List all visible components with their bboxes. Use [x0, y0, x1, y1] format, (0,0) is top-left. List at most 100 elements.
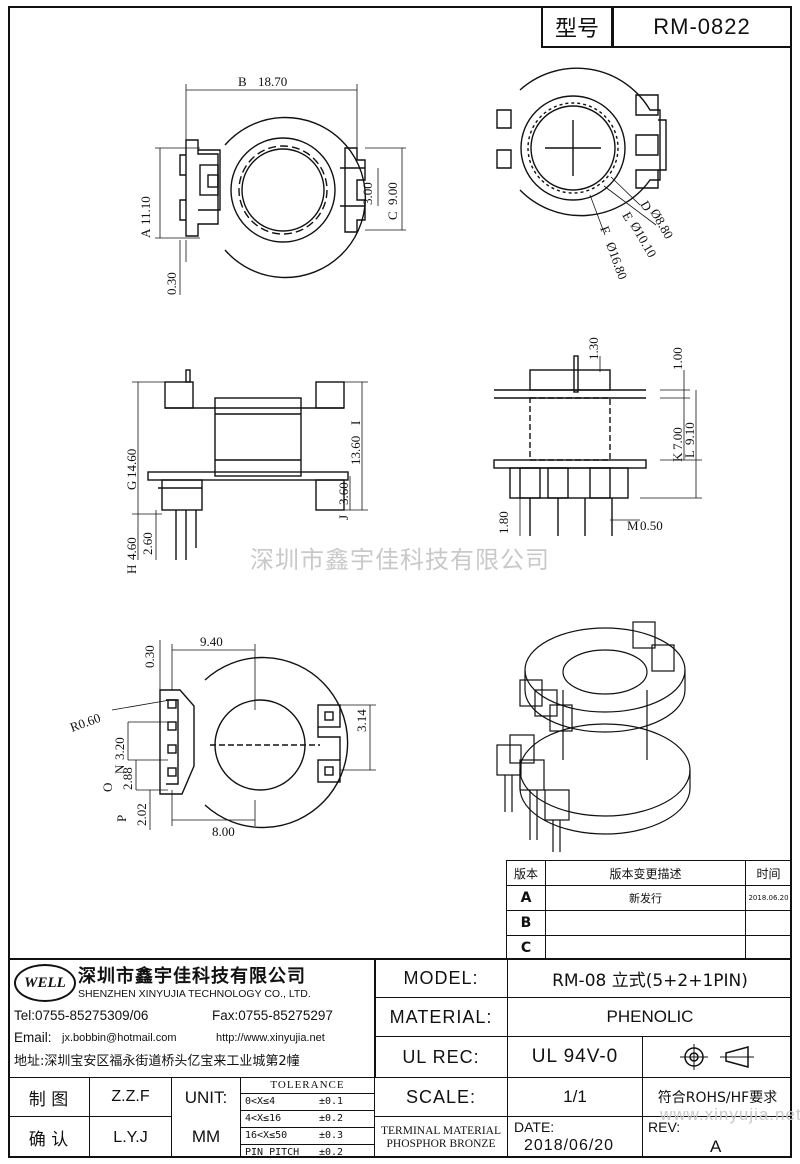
tol-range-3: 16<X≤50 [245, 1130, 288, 1141]
dim-180-value: 1.80 [496, 511, 511, 534]
tol-range-2: 4<X≤16 [245, 1113, 282, 1124]
dim-b-value: 18.70 [258, 74, 287, 89]
scale-label: SCALE: [374, 1077, 508, 1117]
dim-a-letter: A [138, 228, 153, 238]
terminal-value: PHOSPHOR BRONZE [386, 1137, 496, 1150]
dim-300-value: 3.00 [360, 182, 375, 205]
dim-314-value: 3.14 [354, 709, 369, 732]
company-email-label: Email: [14, 1030, 52, 1045]
company-tel: Tel:0755-85275309/06 [14, 1008, 149, 1023]
scale-value: 1/1 [507, 1077, 643, 1117]
dim-800-value: 8.00 [212, 824, 235, 839]
rev-row-b-desc [545, 910, 746, 936]
side-view-left [147, 369, 349, 560]
dim-g-value: 14.60 [124, 449, 139, 478]
tol-range-1: 0<X≤4 [245, 1096, 276, 1107]
date-label: DATE: [514, 1119, 555, 1135]
drawing-frame [8, 6, 792, 1158]
tolerance-title: TOLERANCE [241, 1078, 374, 1094]
company-name-en: SHENZHEN XINYUJIA TECHNOLOGY CO., LTD. [78, 988, 311, 1000]
watermark-url: www.xinyujia.net [660, 1105, 800, 1124]
dim-k-letter: K [670, 452, 685, 462]
company-website: http://www.xinyujia.net [216, 1032, 325, 1044]
date-block: DATE: 2018/06/20 [507, 1116, 643, 1158]
tol-value-3: ±0.3 [319, 1130, 344, 1141]
dim-a-value: 11.10 [138, 196, 153, 225]
dim-p-value: 2.02 [134, 803, 149, 826]
dim-i-value: 13.60 [348, 436, 363, 465]
unit-value: MM [171, 1116, 241, 1158]
dim-e-letter: E [619, 209, 636, 223]
material-value: PHENOLIC [507, 997, 792, 1037]
company-name-cn: 深圳市鑫宇佳科技有限公司 [78, 966, 306, 987]
rev-row-c-version: C [506, 935, 546, 960]
rev-row-a-desc: 新发行 [545, 885, 746, 911]
top-view-left [179, 116, 366, 279]
watermark-text: 深圳市鑫宇佳科技有限公司 [250, 546, 550, 574]
tol-range-4: PIN PITCH [245, 1147, 300, 1158]
dim-i-letter: I [348, 421, 363, 425]
rev-row-a-date: 2018.06.20 [745, 885, 792, 911]
tolerance-block: TOLERANCE 0<X≤4 ±0.1 4<X≤16 ±0.2 16<X≤50… [240, 1077, 375, 1158]
header-model-code: RM-0822 [612, 6, 792, 48]
dim-l-letter: L [682, 450, 697, 458]
dim-r060-value: R0.60 [68, 710, 103, 735]
draw-label: 制 图 [8, 1077, 90, 1117]
ulrec-label: UL REC: [375, 1036, 508, 1078]
dim-p-letter: P [114, 815, 129, 822]
rev-header-date: 时间 [745, 860, 792, 886]
dim-g-letter: G [124, 481, 139, 490]
model-label: MODEL: [375, 958, 508, 998]
rev-label: REV: [648, 1119, 681, 1135]
rev-row-c-desc [545, 935, 746, 960]
dim-030-value: 0.30 [164, 272, 179, 295]
dim-j-letter: J [336, 515, 351, 520]
dim-h-value: 4.60 [124, 537, 139, 560]
divider [374, 958, 376, 1078]
dim-n-letter: N [112, 764, 127, 774]
top-view-right [496, 67, 667, 217]
company-address: 地址:深圳宝安区福永街道桥头亿宝来工业城第2幢 [14, 1054, 300, 1069]
dim-c-letter: C [385, 211, 400, 220]
header-model-label: 型号 [541, 6, 613, 48]
terminal-label: TERMINAL MATERIAL [381, 1124, 501, 1137]
dim-m-value: 0.50 [640, 518, 663, 533]
rev-header-desc: 版本变更描述 [545, 860, 746, 886]
material-label: MATERIAL: [375, 997, 508, 1037]
bottom-view [159, 656, 349, 829]
side-view-right [493, 355, 647, 536]
rev-row-b-version: B [506, 910, 546, 936]
dim-260-value: 2.60 [140, 532, 155, 555]
dim-o-letter: O [100, 783, 115, 792]
dim-f-letter: F [597, 224, 614, 236]
rev-block: REV: A www.xinyujia.net [642, 1105, 800, 1158]
rev-row-c-date [745, 935, 792, 960]
dim-c-value: 9.00 [385, 182, 400, 205]
rev-header-version: 版本 [506, 860, 546, 886]
tol-value-2: ±0.2 [319, 1113, 344, 1124]
company-email: jx.bobbin@hotmail.com [62, 1032, 177, 1044]
third-angle-projection-icon [679, 1044, 754, 1070]
dim-100-value: 1.00 [670, 347, 685, 370]
projection-symbol [642, 1036, 792, 1078]
ulrec-value: UL 94V-0 [507, 1036, 643, 1078]
dim-k-value: 7.00 [670, 427, 685, 450]
rev-row-b-date [745, 910, 792, 936]
check-label: 确 认 [8, 1116, 90, 1158]
draw-value: Z.Z.F [89, 1077, 172, 1117]
dim-h-letter: H [124, 565, 139, 574]
dim-n-value: 3.20 [112, 737, 127, 760]
terminal-block: TERMINAL MATERIAL PHOSPHOR BRONZE [374, 1116, 508, 1158]
dim-l-value: 9.10 [682, 422, 697, 445]
tol-value-1: ±0.1 [319, 1096, 344, 1107]
dim-j-value: 3.60 [336, 482, 351, 505]
company-fax: Fax:0755-85275297 [212, 1008, 333, 1023]
unit-label: UNIT: [171, 1077, 241, 1117]
dim-o-value: 2.88 [120, 767, 135, 790]
title-block [8, 958, 792, 1158]
isometric-view [496, 621, 691, 852]
dim-d-value: Ø8.80 [647, 206, 676, 241]
company-logo: WELL [14, 964, 76, 1002]
dim-030b-value: 0.30 [142, 645, 157, 668]
